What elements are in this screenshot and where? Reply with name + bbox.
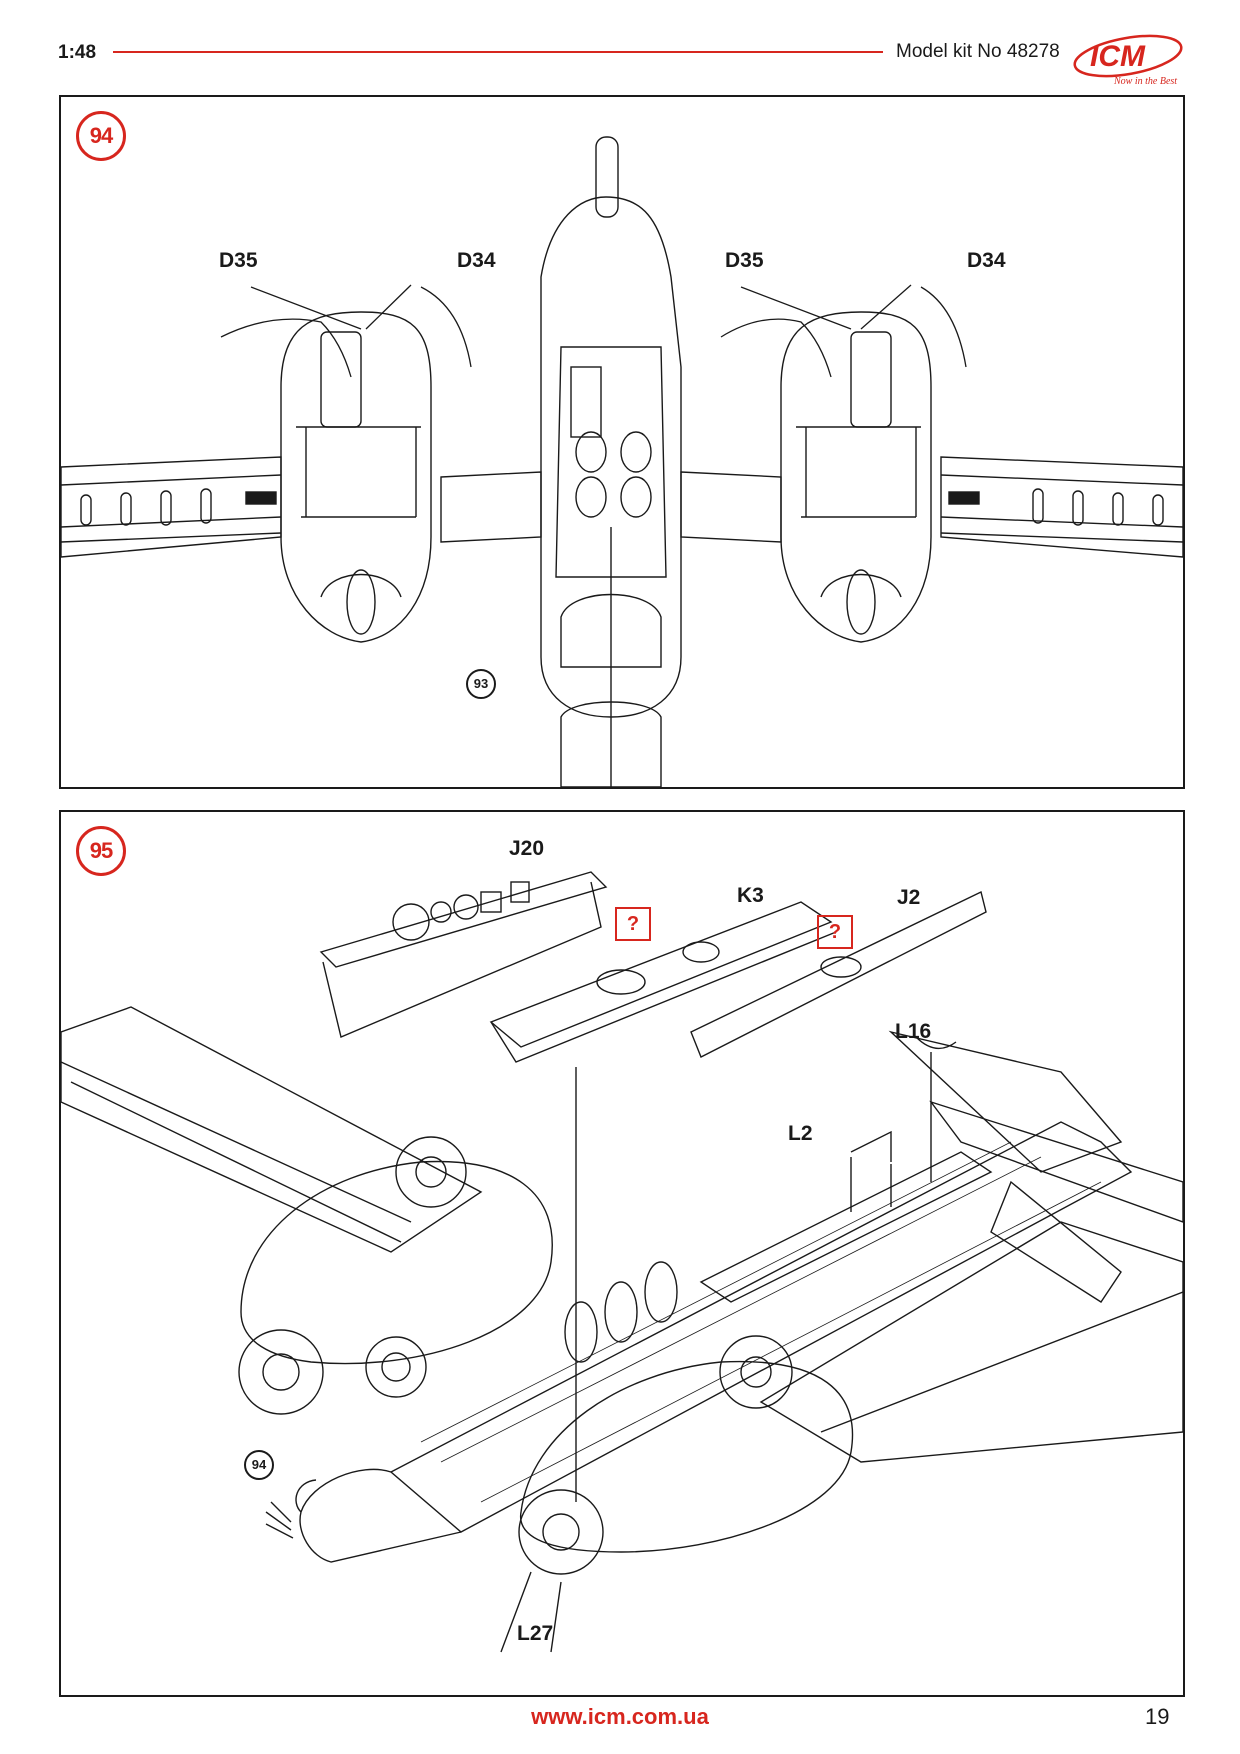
step-94-panel: 94	[59, 95, 1185, 789]
label-l27: L27	[517, 1622, 554, 1645]
reference-step-94: 94	[244, 1450, 274, 1480]
label-k3: K3	[737, 884, 764, 907]
scale-label: 1:48	[58, 42, 97, 63]
step-95-badge: 95	[76, 826, 126, 876]
footer-url: www.icm.com.ua	[531, 1704, 709, 1729]
page-header: 1:48 Model kit No 48278 ICM Now in the B…	[0, 0, 1240, 110]
optional-part-marker-2: ?	[817, 915, 853, 949]
optional-part-marker-1: ?	[615, 907, 651, 941]
icm-logo: ICM Now in the Best	[1073, 34, 1183, 87]
label-d34-left: D34	[457, 249, 496, 272]
label-d35-right: D35	[725, 249, 764, 272]
label-l2: L2	[788, 1122, 813, 1145]
label-d34-right: D34	[967, 249, 1006, 272]
step-95-panel: 95	[59, 810, 1185, 1697]
label-j2: J2	[897, 886, 921, 909]
page-number: 19	[1145, 1704, 1170, 1729]
step-95-illustration	[61, 871, 1183, 1653]
reference-step-93: 93	[466, 669, 496, 699]
label-l16: L16	[895, 1020, 932, 1043]
svg-text:Now in the Best: Now in the Best	[1113, 76, 1177, 87]
step-94-badge: 94	[76, 111, 126, 161]
label-j20: J20	[509, 837, 545, 860]
label-d35-left: D35	[219, 249, 258, 272]
step-94-illustration	[61, 136, 1183, 787]
header-divider	[113, 51, 883, 53]
kit-number: Model kit No 48278	[896, 41, 1060, 62]
svg-text:ICM: ICM	[1090, 40, 1146, 73]
